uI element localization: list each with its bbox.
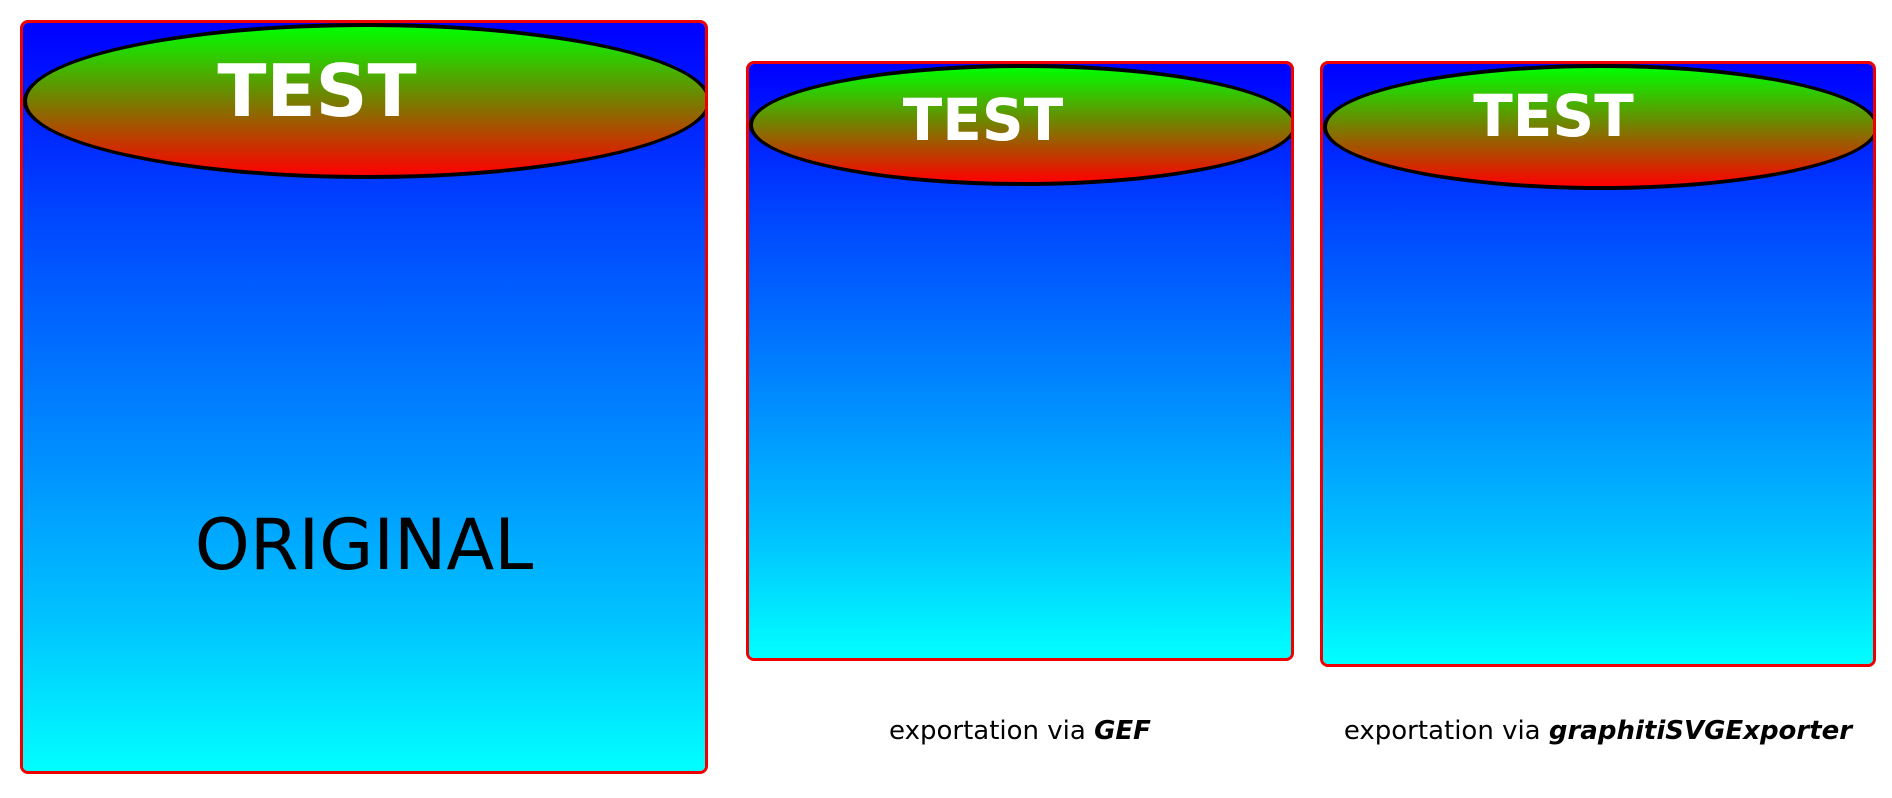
- gef-export-panel: TEST: [746, 61, 1294, 661]
- gef-ellipse-label: TEST: [902, 86, 1064, 154]
- original-ellipse-label: TEST: [217, 49, 417, 133]
- gef-caption-emphasis: GEF: [1094, 716, 1151, 746]
- svg-exporter-caption-emphasis: graphitiSVGExporter: [1548, 716, 1853, 746]
- svg-exporter-ellipse-label: TEST: [1473, 82, 1634, 150]
- svg-exporter-caption: exportation via graphitiSVGExporter: [1320, 716, 1876, 746]
- gef-caption-prefix: exportation via: [889, 716, 1095, 746]
- svg-exporter-caption-prefix: exportation via: [1343, 716, 1549, 746]
- svg-exporter-ellipse: TEST: [1323, 64, 1873, 190]
- original-center-label: ORIGINAL: [194, 504, 534, 586]
- svg-exporter-panel: TEST: [1320, 61, 1876, 667]
- original-ellipse: TEST: [23, 23, 705, 179]
- gef-ellipse: TEST: [749, 64, 1291, 186]
- original-panel: TEST: [20, 20, 708, 774]
- gef-caption: exportation via GEF: [746, 716, 1294, 746]
